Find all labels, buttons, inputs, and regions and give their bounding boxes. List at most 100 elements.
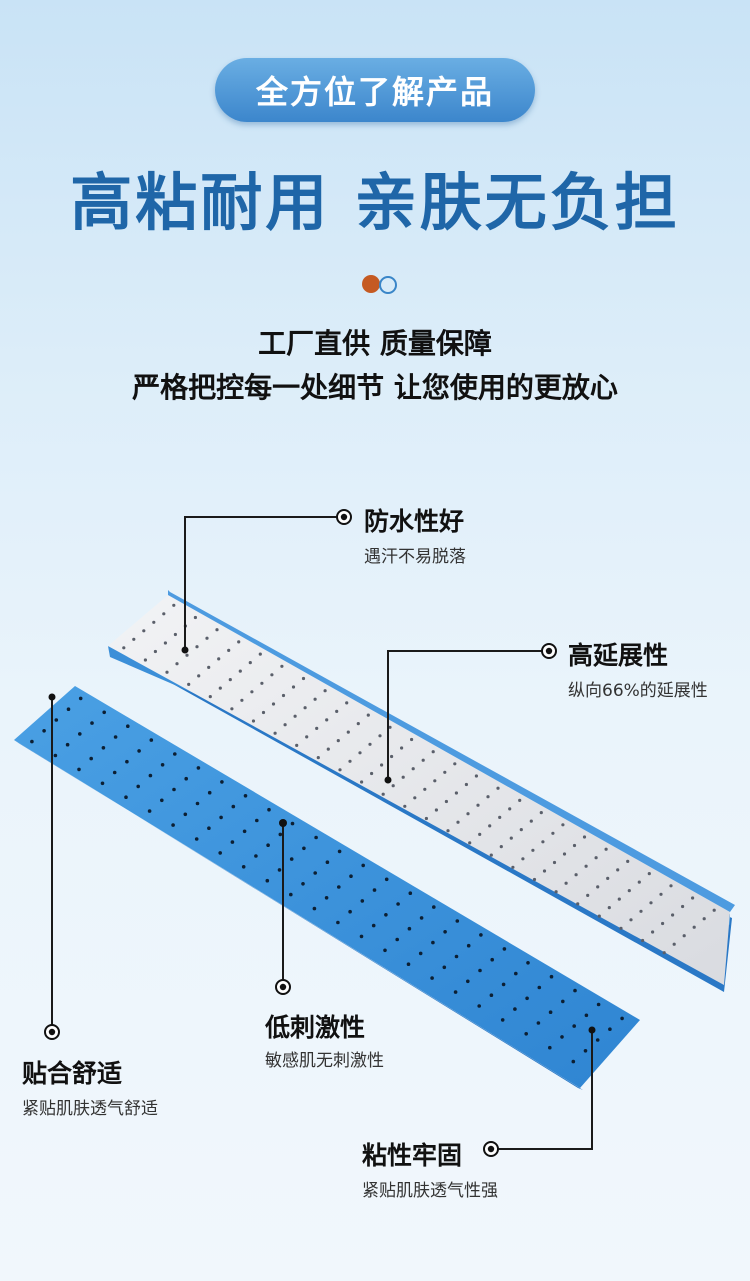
perforation-hole: [381, 792, 385, 796]
perforation-hole: [434, 808, 438, 812]
callout-title-comfort: 贴合舒适: [22, 1059, 123, 1088]
perforation-hole: [608, 1027, 612, 1031]
perforation-hole: [237, 640, 241, 644]
perforation-hole: [446, 829, 450, 833]
perforation-hole: [395, 937, 400, 942]
perforation-hole: [267, 807, 271, 812]
perforation-hole: [124, 795, 128, 799]
perforation-hole: [529, 819, 533, 823]
perforation-hole: [597, 914, 601, 918]
perforation-hole: [496, 786, 500, 790]
perforation-hole: [149, 738, 154, 742]
section-pill-badge: 全方位了解产品: [215, 58, 535, 122]
perforation-hole: [66, 707, 71, 711]
perforation-hole: [421, 758, 425, 762]
perforation-hole: [30, 739, 34, 744]
perforation-hole: [594, 856, 598, 860]
perforation-hole: [681, 904, 685, 909]
perforation-hole: [542, 869, 547, 873]
perforation-hole: [185, 653, 189, 657]
perforation-hole: [584, 864, 588, 868]
perforation-hole: [265, 878, 270, 883]
perforation-hole: [171, 823, 175, 827]
perforation-hole: [207, 790, 212, 795]
perforation-hole: [78, 732, 82, 736]
perforation-hole: [205, 636, 209, 640]
perforation-hole: [691, 896, 695, 900]
perforation-hole: [443, 930, 447, 934]
perforation-hole: [537, 985, 542, 990]
perforation-hole: [489, 853, 493, 857]
perforation-hole: [584, 1013, 589, 1018]
perforation-hole: [356, 722, 360, 726]
perforation-hole: [488, 824, 492, 828]
perforation-hole: [125, 759, 129, 764]
decorative-dots: [362, 275, 402, 295]
perforation-hole: [627, 889, 631, 893]
perforation-hole: [207, 665, 211, 670]
perforation-hole: [359, 934, 364, 939]
perforation-hole: [391, 784, 395, 788]
perforation-hole: [258, 652, 262, 656]
perforation-hole: [325, 718, 329, 722]
callout-lines: [51, 516, 593, 1150]
perforation-hole: [514, 971, 518, 976]
perforation-hole: [323, 689, 327, 693]
perforation-hole: [548, 1010, 553, 1014]
perforation-hole: [466, 812, 470, 816]
perforation-hole: [384, 913, 388, 917]
perforation-hole: [526, 961, 530, 965]
perforation-hole: [444, 799, 448, 804]
perforation-hole: [407, 926, 412, 931]
perforation-hole: [572, 1024, 576, 1028]
perforation-hole: [541, 840, 545, 844]
perforation-hole: [302, 846, 306, 851]
callout-title-elastic: 高延展性: [568, 641, 669, 670]
perforation-hole: [607, 906, 611, 910]
perforation-hole: [525, 996, 529, 1001]
callout-line-elastic: [387, 650, 543, 780]
perforation-hole: [661, 921, 665, 926]
perforation-hole: [702, 917, 706, 921]
perforation-hole: [390, 754, 394, 759]
perforation-hole: [413, 796, 417, 800]
callout-desc-adhesion: 紧贴肌肤透气性强: [362, 1181, 498, 1201]
perforation-hole: [266, 843, 270, 847]
subline-secondary: 严格把控每一处细节 让您使用的更放心: [132, 371, 618, 404]
perforation-hole: [606, 876, 610, 881]
perforation-hole: [230, 707, 234, 711]
perforation-hole: [572, 843, 577, 848]
callout-desc-waterproof: 遇汗不易脱落: [364, 547, 466, 567]
perforation-hole: [502, 947, 507, 951]
perforation-hole: [148, 773, 153, 778]
perforation-hole: [586, 893, 590, 898]
perforation-hole: [208, 695, 212, 699]
perforation-hole: [261, 710, 266, 715]
perforation-hole: [620, 1016, 624, 1021]
perforation-hole: [659, 892, 663, 896]
perforation-hole: [583, 1049, 588, 1053]
perforation-hole: [175, 662, 179, 666]
perforation-hole: [454, 954, 459, 959]
perforation-hole: [489, 993, 494, 997]
perforation-hole: [474, 774, 478, 778]
perforation-hole: [316, 756, 320, 760]
perforation-hole: [260, 681, 264, 685]
perforation-hole: [65, 742, 70, 747]
perforation-hole: [498, 815, 502, 820]
perforation-hole: [423, 787, 427, 791]
perforation-hole: [372, 888, 377, 892]
perforation-hole: [301, 676, 306, 681]
perforation-hole: [468, 841, 472, 845]
perforation-hole: [596, 1002, 601, 1007]
perforation-hole: [549, 974, 554, 979]
perforation-hole: [518, 798, 522, 803]
perforation-hole: [532, 877, 537, 882]
perforation-hole: [313, 871, 318, 875]
perforation-hole: [380, 763, 384, 767]
perforation-hole: [443, 770, 447, 774]
perforation-hole: [173, 752, 177, 756]
perforation-hole: [160, 763, 165, 767]
headline: 高粘耐用 亲肤无负担: [70, 166, 680, 239]
perforation-hole: [336, 920, 340, 925]
